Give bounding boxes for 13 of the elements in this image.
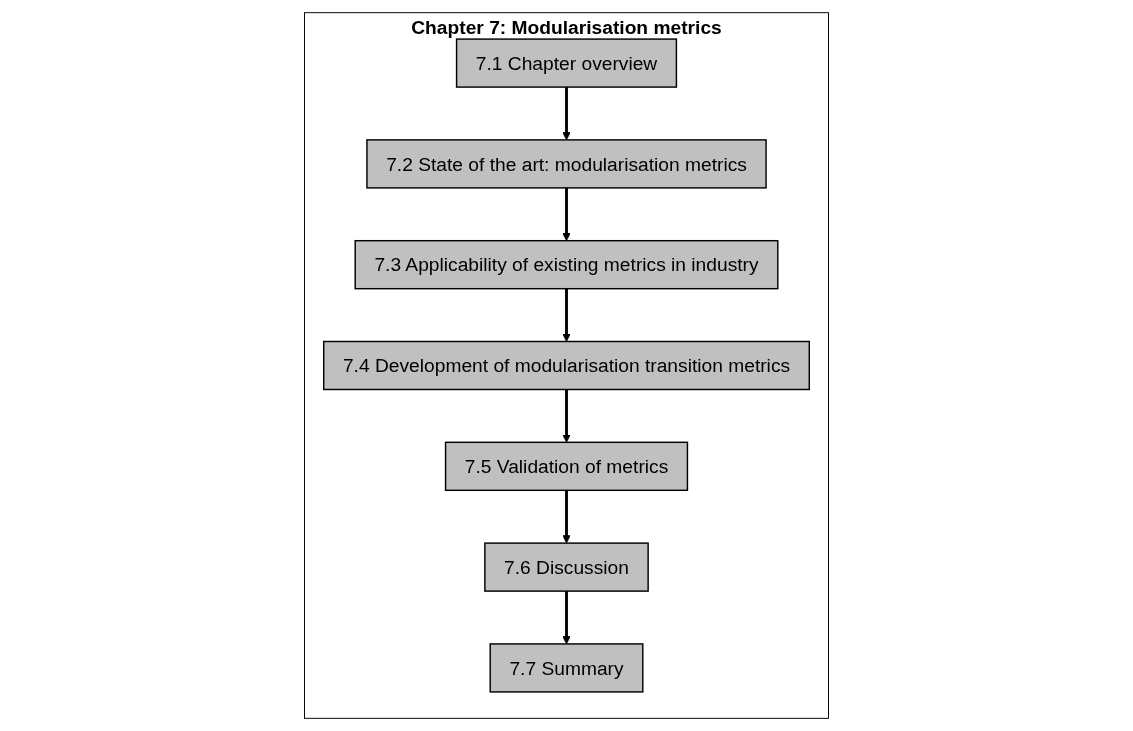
node-box: 7.2 State of the art: modularisation metrics xyxy=(366,139,767,189)
node-box: 7.5 Validation of metrics xyxy=(444,441,689,492)
arrow xyxy=(562,288,571,342)
arrow xyxy=(562,490,571,544)
node-box: 7.1 Chapter overview xyxy=(455,38,678,88)
node-box: 7.4 Development of modularisation transition metrics xyxy=(323,340,810,391)
arrow xyxy=(562,87,571,141)
arrow xyxy=(562,187,571,242)
arrow xyxy=(562,591,571,645)
arrow xyxy=(562,389,571,443)
node-box: 7.7 Summary xyxy=(489,643,644,693)
node-box: 7.3 Applicability of existing metrics in industry xyxy=(354,239,779,290)
node-box: 7.6 Discussion xyxy=(484,542,649,592)
